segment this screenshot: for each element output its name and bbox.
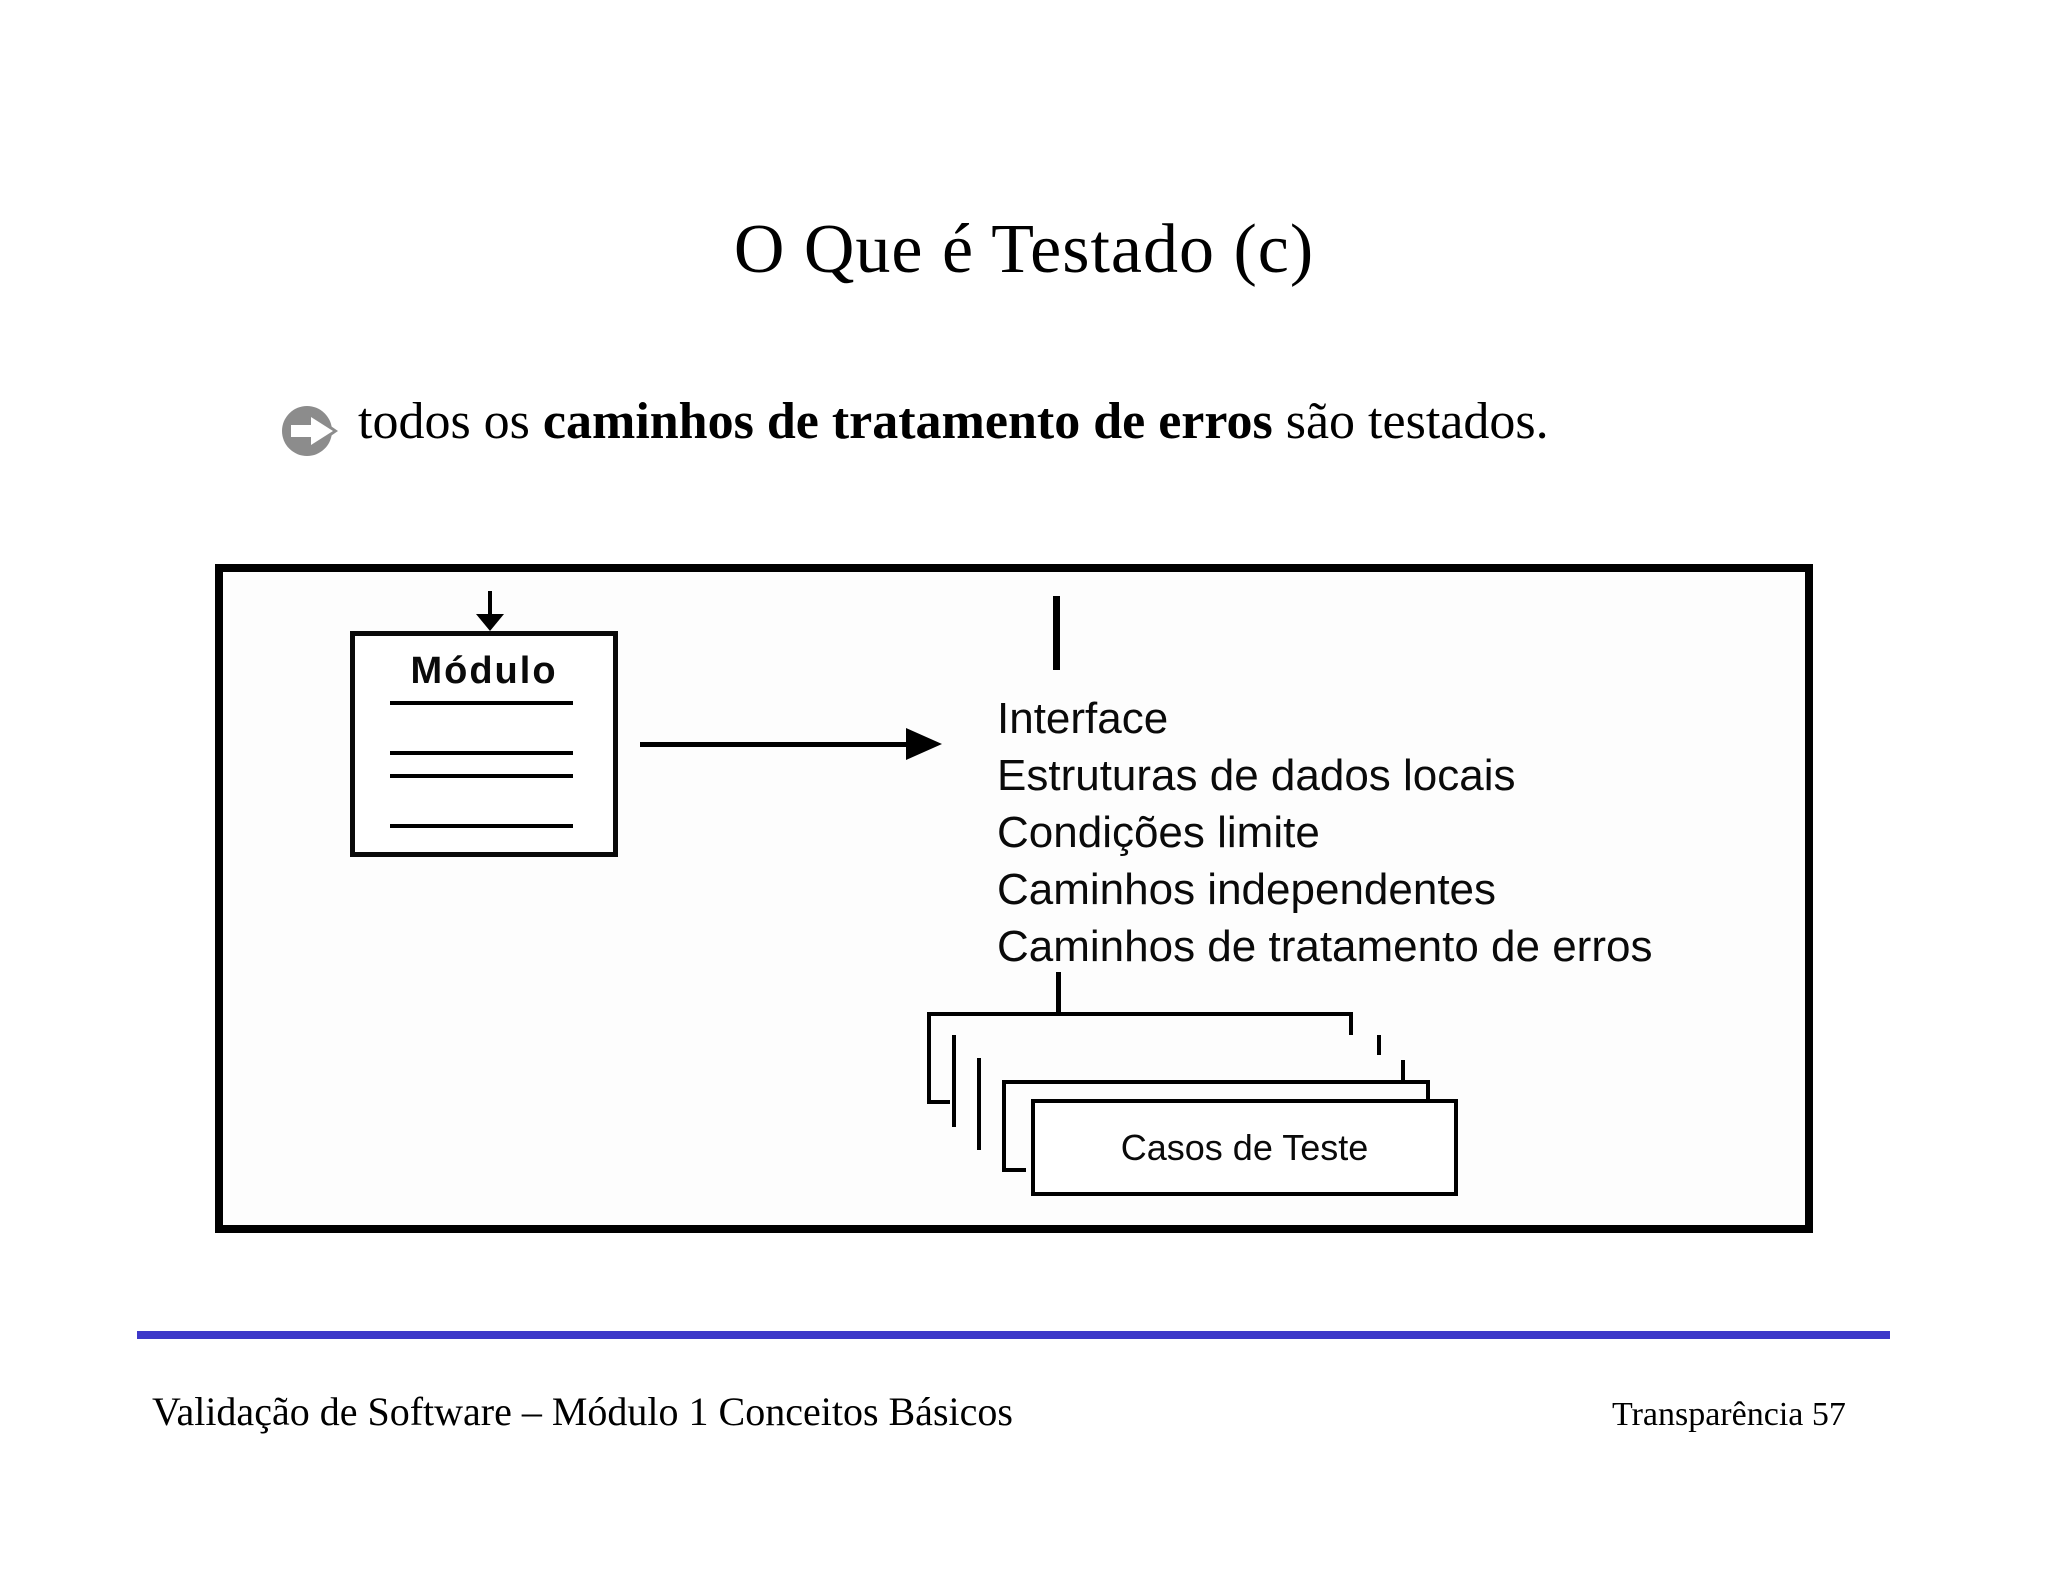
list-to-cards-connector: [1056, 972, 1061, 1015]
list-item: Estruturas de dados locais: [997, 751, 1516, 800]
page-title: O Que é Testado (c): [733, 211, 1315, 288]
module-box: Módulo: [350, 631, 618, 857]
module-code-line: [390, 751, 573, 755]
bullet-text-post: são testados.: [1272, 393, 1549, 450]
module-code-line: [390, 774, 573, 778]
bullet-text-pre: todos os: [358, 393, 543, 450]
card-stack-line: [1002, 1080, 1006, 1172]
circled-right-arrow-icon: [280, 402, 338, 473]
arrow-into-module-head-icon: [476, 614, 504, 631]
card-stack-line: [927, 1012, 1353, 1016]
card-stack-line: [1377, 1035, 1381, 1055]
bullet-text-bold: caminhos de tratamento de erros: [542, 393, 1273, 450]
card-stack-line: [927, 1012, 931, 1104]
list-item: Caminhos de tratamento de erros: [997, 922, 1653, 971]
footer-slide-number: Transparência 57: [1612, 1396, 1846, 1433]
module-code-line: [390, 824, 573, 828]
module-to-list-arrow-head-icon: [906, 728, 942, 760]
card-stack-line: [952, 1035, 956, 1127]
card-stack-line: [1002, 1168, 1026, 1172]
list-item: Condições limite: [997, 808, 1320, 857]
list-top-tick: [1053, 596, 1060, 670]
footer-divider: [137, 1331, 1890, 1339]
card-stack-line: [1002, 1080, 1430, 1084]
test-cases-card: Casos de Teste: [1031, 1099, 1458, 1196]
card-stack-line: [977, 1058, 981, 1150]
list-item: Caminhos independentes: [997, 865, 1497, 914]
card-stack-line: [927, 1100, 950, 1104]
card-stack-line: [1349, 1012, 1353, 1035]
module-underline: [390, 701, 573, 705]
arrow-into-module-line: [488, 591, 492, 618]
module-label: Módulo: [410, 650, 558, 692]
card-stack-line: [1426, 1080, 1430, 1100]
footer-course-title: Validação de Software – Módulo 1 Conceit…: [152, 1389, 1013, 1434]
bullet-line: todos os caminhos de tratamento de erros…: [280, 392, 1549, 473]
tested-aspects-list: Interface Estruturas de dados locais Con…: [997, 690, 1652, 975]
bullet-text: todos os caminhos de tratamento de erros…: [358, 392, 1549, 451]
test-cases-card-label: Casos de Teste: [1120, 1126, 1369, 1168]
list-item: Interface: [997, 694, 1169, 743]
card-stack-line: [1401, 1060, 1405, 1082]
module-to-list-arrow-line: [640, 742, 912, 747]
